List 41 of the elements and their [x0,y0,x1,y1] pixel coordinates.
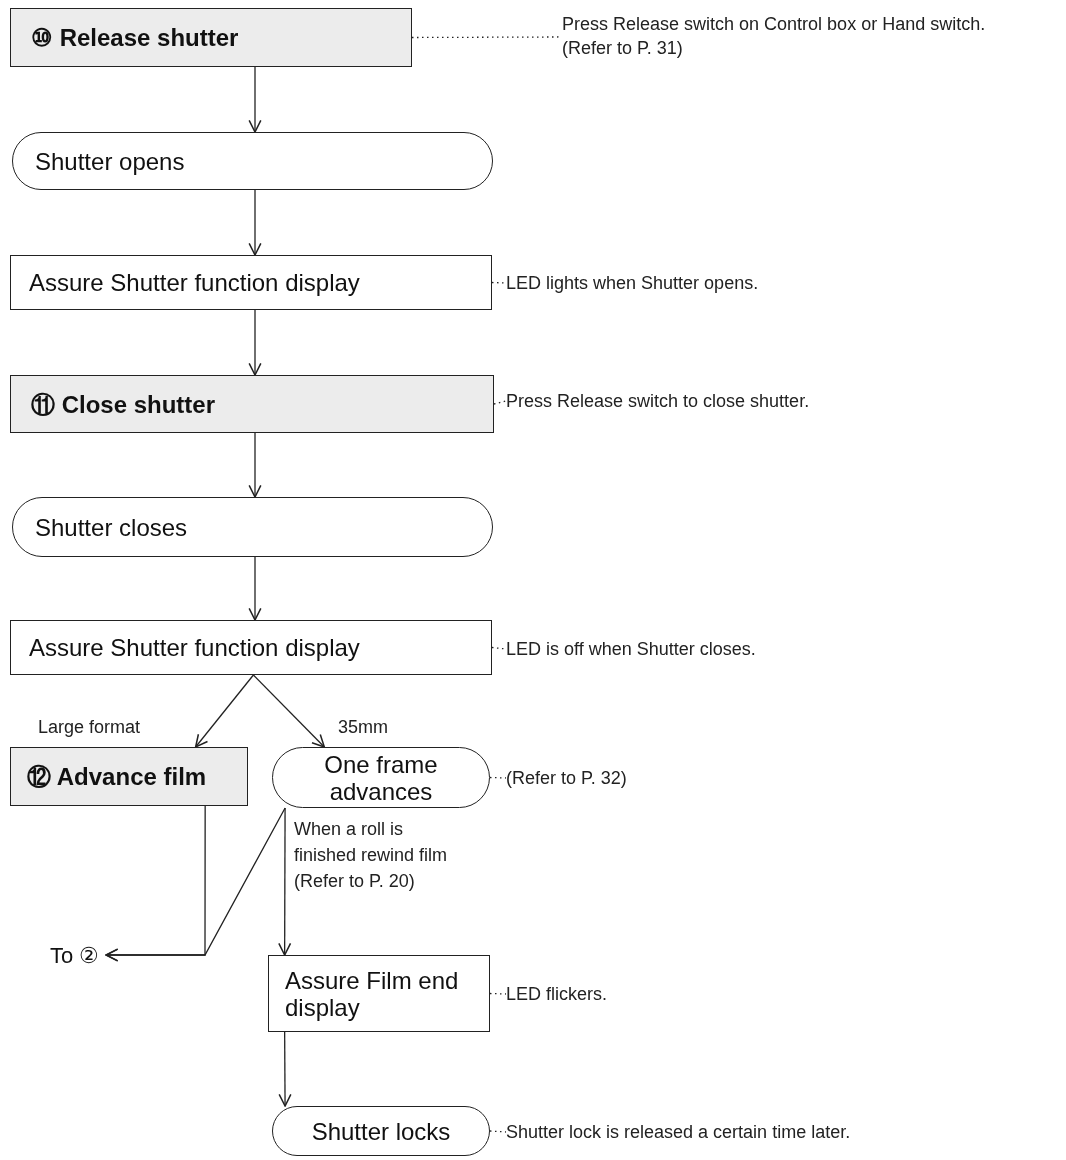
arrow [248,432,262,498]
step-text: ⑩ Release shutter [31,24,239,51]
step-text: Assure Film end display [285,966,460,1021]
arrow [248,189,262,256]
note-text: LED flickers. [506,982,706,1006]
step-text: ⑪ Close shutter [31,390,216,418]
step-text: Assure Shutter function display [29,269,360,296]
step-text: ⑫ Advance film [27,763,207,790]
jump-label: To ② [50,942,106,969]
arrow [248,556,262,621]
note-text: LED lights when Shutter opens. [506,271,926,295]
note-text: LED is off when Shutter closes. [506,637,926,661]
arrow [278,1031,292,1107]
terminal-pill [272,1106,490,1156]
process-box [10,747,248,806]
process-box [10,255,492,310]
process-box [10,8,412,67]
process-box [10,375,494,433]
step-text: One frame advances [323,750,439,805]
terminal-pill [12,497,493,557]
note-text: (Refer to P. 32) [506,766,706,790]
note-text: Press Release switch on Control box or Hand switch. (Refer to P. 31) [562,12,1002,60]
step-text: Shutter opens [35,147,185,175]
step-text: Assure Shutter function display [29,634,360,661]
leader-line [489,1130,507,1133]
note-text: Shutter lock is released a certain time later. [506,1120,1056,1144]
process-box [268,955,490,1032]
arrow [248,66,262,133]
leader-line [489,776,507,779]
leader-line [493,400,507,405]
arrow [252,674,326,748]
leader-line [489,992,507,995]
step-text: Shutter closes [35,513,188,541]
leader-line [491,281,507,284]
arrow [248,309,262,376]
step-text: Shutter locks [311,1117,451,1145]
arrow [105,807,286,962]
arrow [278,807,292,956]
process-box [10,620,492,675]
note-text: Press Release switch to close shutter. [506,389,926,413]
arrow [194,674,255,748]
